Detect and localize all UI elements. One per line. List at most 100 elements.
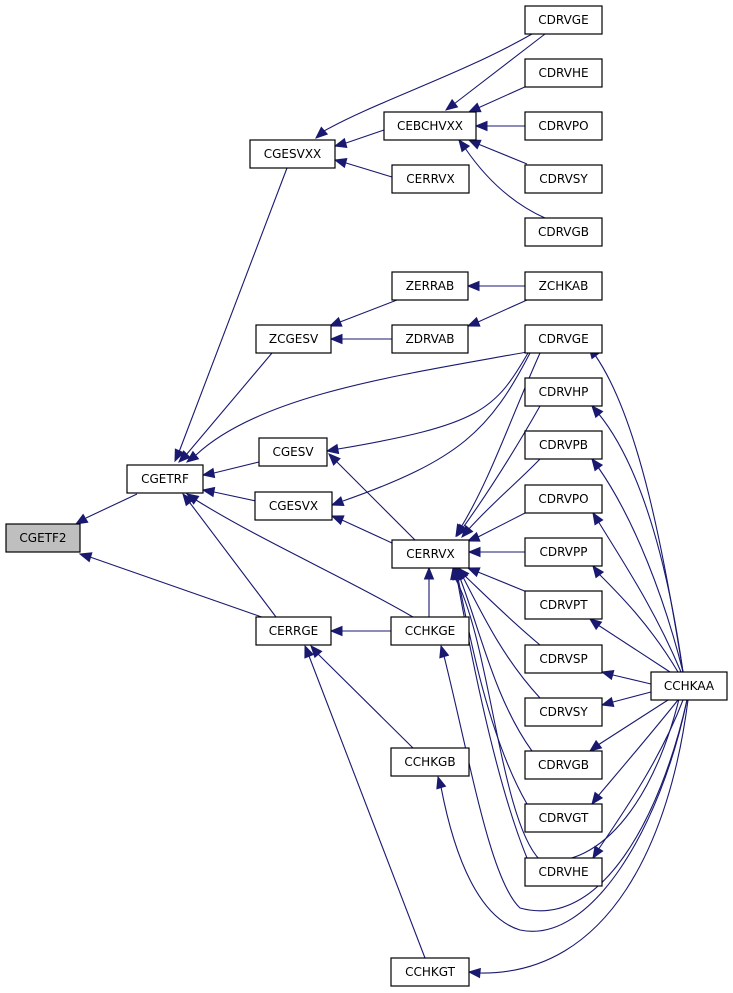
node-label: CDRVGB (538, 758, 589, 772)
arrowhead (423, 566, 435, 580)
node-label: CDRVGB (538, 225, 589, 239)
node-label: CCHKGE (405, 624, 456, 638)
edge-cchkaa-to-cdrvpp (592, 564, 679, 673)
edge-cdrvhe_a-to-cebchvxx (467, 85, 528, 113)
node-box (258, 437, 328, 467)
edge-line (308, 655, 426, 959)
node-cdrvhe-a[interactable]: CDRVHE (524, 58, 603, 88)
edge-line (195, 351, 528, 456)
node-label: CDRVSP (539, 652, 587, 666)
edge-cerrvx_a-to-cgesvxx (333, 157, 393, 178)
edge-line (336, 461, 416, 541)
arrowhead (329, 333, 343, 345)
node-cgetrf[interactable]: CGETRF (126, 464, 204, 494)
arrowhead (466, 280, 480, 292)
edge-line (453, 33, 546, 105)
node-label: ZCGESV (269, 332, 319, 346)
node-cgesv[interactable]: CGESV (258, 437, 328, 467)
edge-line (477, 511, 528, 538)
edge-line (597, 699, 669, 746)
node-cdrvhp[interactable]: CDRVHP (524, 377, 603, 407)
node-cchkgb[interactable]: CCHKGB (390, 747, 470, 777)
node-box (255, 324, 332, 354)
edge-line (457, 577, 528, 805)
edge-line (456, 577, 528, 859)
edge-cchkaa-to-cdrvpt (588, 618, 671, 673)
node-cdrvpo-a[interactable]: CDRVPO (524, 111, 603, 141)
edge-cdrvgb_b-to-cerrvx_b (455, 566, 533, 752)
node-cdrvgb-a[interactable]: CDRVGB (524, 217, 603, 247)
node-cdrvsp[interactable]: CDRVSP (524, 644, 603, 674)
edge-cchkaa-to-cdrvpb (591, 457, 684, 673)
node-zcgesv[interactable]: ZCGESV (255, 324, 332, 354)
node-cdrvpt[interactable]: CDRVPT (524, 590, 603, 620)
edge-line (597, 412, 684, 673)
node-box (650, 671, 728, 701)
node-cdrvpo-b[interactable]: CDRVPO (524, 484, 603, 514)
edge-cdrvpt-to-cerrvx_b (466, 567, 528, 593)
edge-cchkaa-to-cdrvhe_b (592, 699, 684, 860)
node-box (524, 377, 603, 407)
node-cgesvx[interactable]: CGESVX (254, 491, 333, 521)
arrowhead (466, 316, 481, 327)
edge-cerrvx_b-to-cgesv (328, 453, 416, 541)
node-cdrvge-a[interactable]: CDRVGE (524, 5, 603, 35)
node-cdrvge-b[interactable]: CDRVGE (524, 324, 603, 354)
edge-line (317, 653, 414, 749)
node-label: ZCHKAB (539, 279, 589, 293)
edge-cdrvge_a-to-cgetrf (185, 351, 528, 463)
node-box (524, 324, 603, 354)
arrowhead (185, 450, 200, 463)
node-zerrab[interactable]: ZERRAB (391, 271, 469, 301)
arrowhead (444, 98, 459, 111)
node-cchkaa[interactable]: CCHKAA (650, 671, 728, 701)
node-label: CDRVHE (538, 865, 588, 879)
node-box (524, 58, 603, 88)
edge-line (479, 699, 689, 974)
edge-line (597, 699, 679, 797)
edge-line (345, 162, 393, 178)
node-label: ZDRVAB (405, 332, 454, 346)
node-cdrvgb-b[interactable]: CDRVGB (524, 750, 603, 780)
node-cchkgt[interactable]: CCHKGT (390, 957, 470, 987)
arrowhead (592, 564, 605, 579)
node-label: CERRVX (406, 547, 454, 561)
edge-line (213, 461, 260, 474)
node-cdrvhe-b[interactable]: CDRVHE (524, 857, 603, 887)
edge-line (597, 466, 684, 673)
node-cerrvx-b[interactable]: CERRVX (391, 539, 470, 569)
node-label: CDRVPB (539, 438, 588, 452)
edge-line (213, 491, 257, 502)
edge-line (597, 624, 671, 673)
node-cdrvpp[interactable]: CDRVPP (524, 537, 603, 567)
node-cdrvsy-a[interactable]: CDRVSY (524, 164, 603, 194)
node-label: ZERRAB (406, 279, 454, 293)
edge-line (85, 493, 138, 519)
node-cgesvxx[interactable]: CGESVXX (249, 139, 336, 169)
edge-cchkaa-to-cdrvgb_b (588, 699, 669, 752)
edge-line (461, 405, 541, 530)
node-cerrge[interactable]: CERRGE (255, 616, 332, 646)
node-cdrvpb[interactable]: CDRVPB (524, 430, 603, 460)
node-cebchvxx[interactable]: CEBCHVXX (383, 111, 477, 141)
arrowhead (185, 493, 200, 505)
arrowhead (328, 316, 343, 327)
node-zchkab[interactable]: ZCHKAB (524, 271, 603, 301)
arrowhead (201, 467, 216, 479)
node-cdrvgt[interactable]: CDRVGT (524, 803, 603, 833)
arrowhead (456, 523, 468, 538)
node-cerrvx-a[interactable]: CERRVX (391, 164, 470, 194)
edge-cchkaa-to-cdrvsy_b (600, 691, 652, 708)
arrowhead (467, 967, 481, 979)
edge-cchkge-to-cerrge (329, 625, 391, 637)
node-cdrvsy-b[interactable]: CDRVSY (524, 697, 603, 727)
node-cchkge[interactable]: CCHKGE (390, 616, 470, 646)
node-zdrvab[interactable]: ZDRVAB (391, 324, 469, 354)
edge-line (339, 299, 398, 323)
arrowhead (182, 492, 195, 507)
edge-line (440, 699, 688, 932)
arrowhead (588, 618, 603, 631)
node-label: CDRVHP (539, 385, 589, 399)
node-box (391, 539, 470, 569)
node-label: CGESV (272, 445, 314, 459)
